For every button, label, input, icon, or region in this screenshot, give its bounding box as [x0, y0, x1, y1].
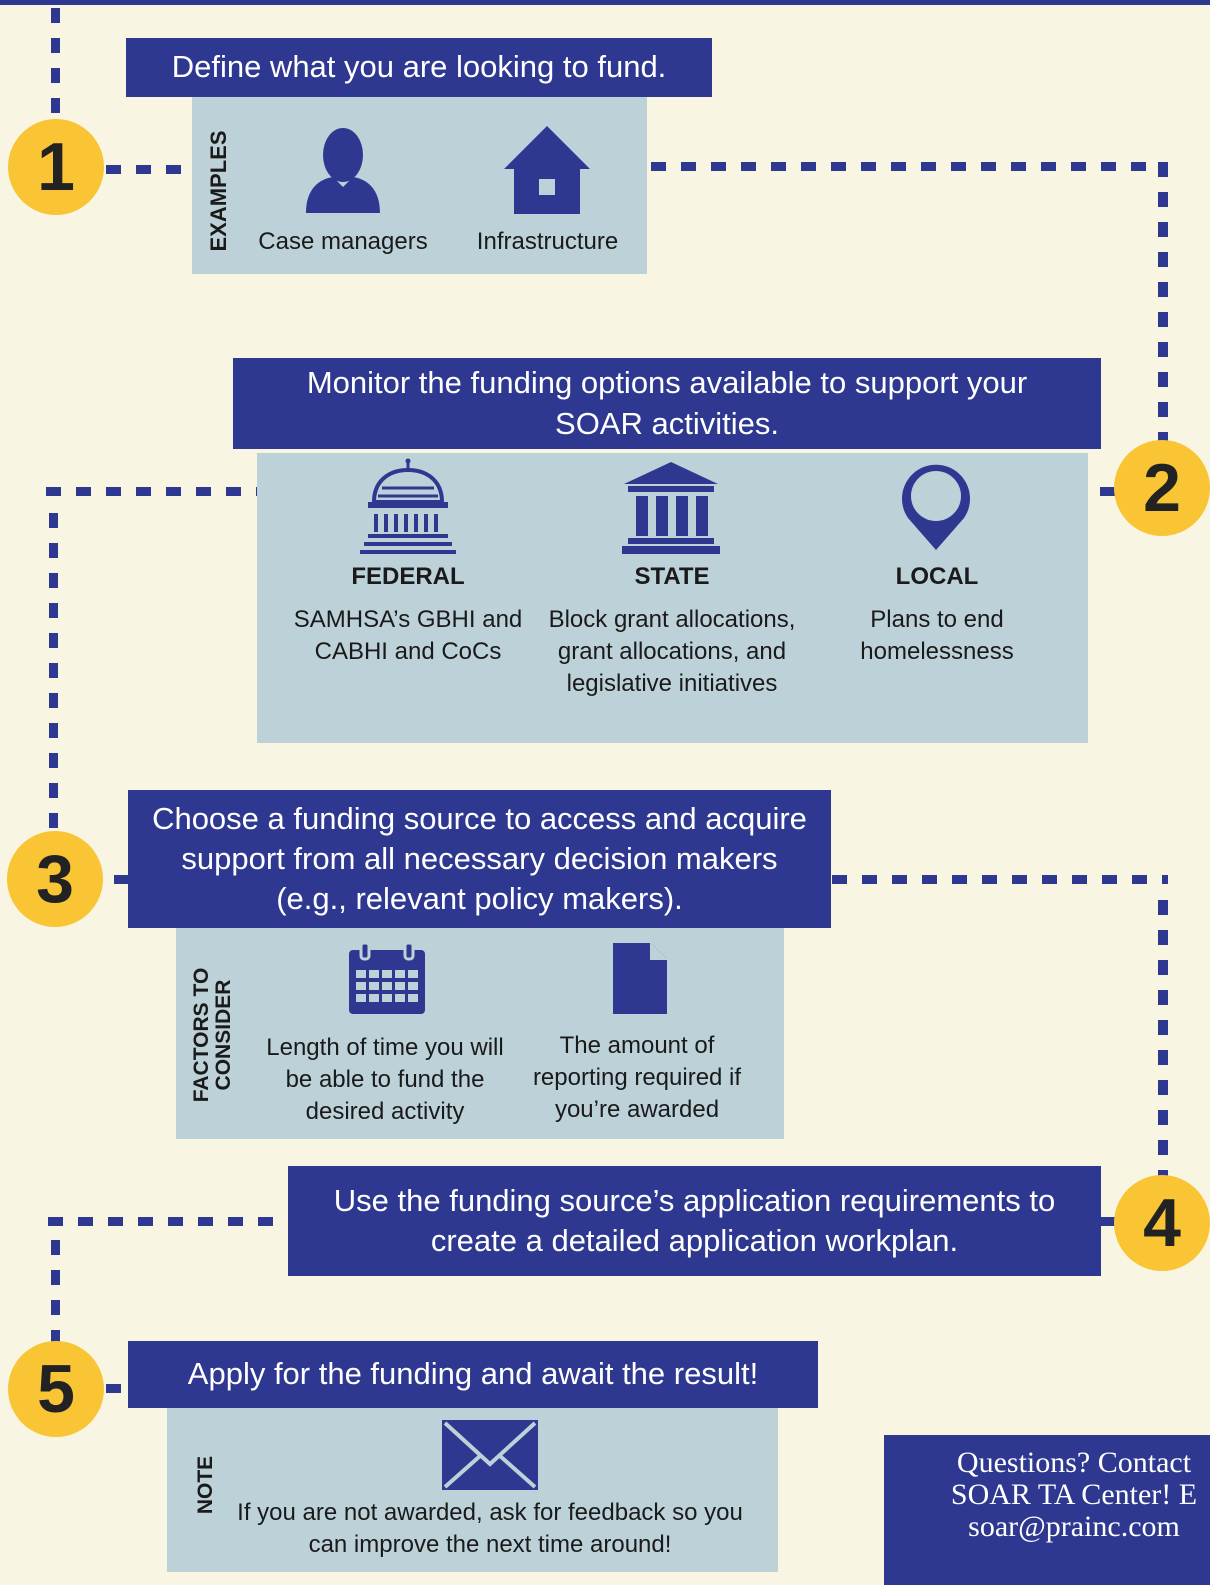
- connector-line: [1158, 162, 1168, 442]
- factor-caption: Length of time you will be able to fund …: [266, 1034, 504, 1125]
- step-number-badge: 2: [1114, 440, 1210, 536]
- step-number-badge: 3: [7, 831, 103, 927]
- connector-line: [51, 1240, 60, 1350]
- connector-line: [1158, 900, 1168, 1180]
- contact-line: Questions? Contact: [956, 1446, 1192, 1479]
- connector-line: [48, 1217, 290, 1226]
- connector-line: [51, 8, 60, 138]
- connector-line: [1100, 1217, 1116, 1226]
- example-caption: Case managers: [258, 228, 428, 255]
- contact-box: Questions? Contact SOAR TA Center! E soa…: [884, 1435, 1210, 1585]
- step-title: Monitor the funding options available to…: [233, 358, 1101, 449]
- connector-line: [1100, 487, 1116, 496]
- envelope-icon: [442, 1420, 538, 1490]
- step-title: Apply for the funding and await the resu…: [128, 1341, 818, 1408]
- example-caption: Infrastructure: [476, 228, 619, 255]
- contact-email[interactable]: soar@prainc.com: [968, 1510, 1180, 1543]
- map-pin-icon: [902, 464, 970, 550]
- step-title: Define what you are looking to fund.: [126, 38, 712, 97]
- house-icon: [504, 126, 590, 214]
- step-number-badge: 4: [1114, 1175, 1210, 1271]
- connector-line: [46, 487, 258, 496]
- top-border: [0, 0, 1210, 5]
- examples-label: EXAMPLES: [206, 130, 231, 252]
- note-label: NOTE: [194, 1455, 217, 1515]
- connector-line: [106, 1384, 128, 1393]
- courthouse-icon: [622, 462, 720, 554]
- factors-label-line: CONSIDER: [212, 979, 236, 1091]
- note-caption: If you are not awarded, ask for feedback…: [237, 1499, 743, 1558]
- step-title: Use the funding source’s application req…: [288, 1166, 1101, 1276]
- connector-line: [114, 875, 130, 884]
- connector-line: [651, 162, 1167, 171]
- factor-caption: The amount of reporting required if you’…: [532, 1032, 742, 1123]
- contact-line: SOAR TA Center! E: [950, 1478, 1198, 1511]
- person-icon: [306, 128, 380, 213]
- factors-label: FACTORS TO CONSIDER: [190, 954, 236, 1116]
- funding-level-heading: FEDERAL: [351, 563, 465, 590]
- connector-line: [106, 165, 194, 174]
- funding-level-caption: Plans to end homelessness: [860, 606, 1014, 665]
- funding-level-caption: Block grant allocations, grant allocatio…: [548, 606, 796, 697]
- step-number-badge: 1: [8, 119, 104, 215]
- funding-level-caption: SAMHSA’s GBHI and CABHI and CoCs: [293, 606, 523, 665]
- step-number-badge: 5: [8, 1341, 104, 1437]
- connector-line: [49, 513, 58, 833]
- document-icon: [613, 943, 667, 1014]
- funding-level-heading: STATE: [634, 563, 710, 590]
- factors-panel: [176, 928, 784, 1139]
- connector-line: [832, 875, 1168, 884]
- calendar-icon: [349, 942, 425, 1014]
- funding-level-heading: LOCAL: [895, 563, 979, 590]
- factors-label-line: FACTORS TO: [190, 967, 213, 1103]
- capitol-icon: [360, 458, 456, 554]
- step-title: Choose a funding source to access and ac…: [128, 790, 831, 928]
